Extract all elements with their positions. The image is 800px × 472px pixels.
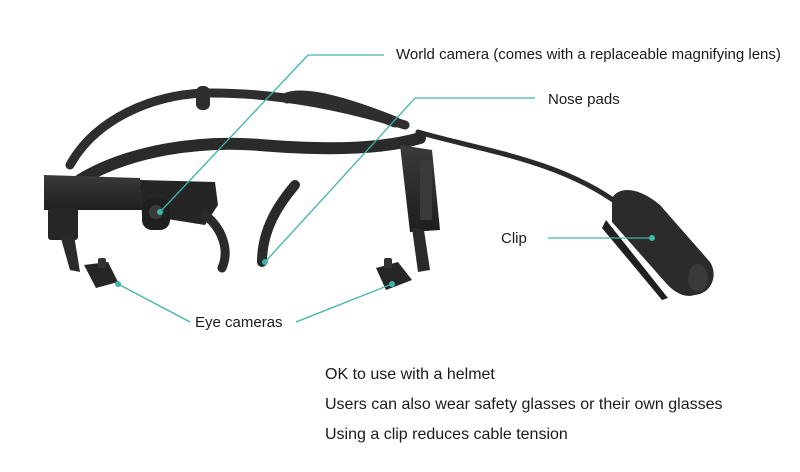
left-eye-camera-arm	[60, 235, 80, 272]
note-safety-glasses: Users can also wear safety glasses or th…	[325, 396, 723, 413]
eye-cameras-label: Eye cameras	[195, 314, 283, 331]
world-camera-leader	[159, 54, 384, 213]
left-frame-block	[44, 175, 142, 210]
clip-leader-dot	[649, 235, 655, 241]
left-temple-tip	[196, 86, 210, 110]
nose-pads-leader	[264, 97, 535, 263]
left-eye-cameras-leader-dot	[115, 281, 121, 287]
nose-pads-label: Nose pads	[548, 91, 620, 108]
nose-pads-leader-dot	[262, 259, 268, 265]
right-eye-cameras-leader	[295, 283, 393, 323]
cable	[415, 129, 623, 208]
right-eye-cameras-leader-dot	[389, 281, 395, 287]
eye-tracker-headset	[44, 86, 714, 300]
right-eye-camera	[376, 258, 412, 290]
clip-label: Clip	[501, 230, 527, 247]
usage-notes: OK to use with a helmet Users can also w…	[325, 364, 723, 454]
right-side-panel	[420, 160, 432, 220]
note-clip-tension: Using a clip reduces cable tension	[325, 426, 568, 443]
right-nose-pad	[257, 180, 300, 267]
right-eye-camera-arm	[412, 228, 430, 272]
right-temple-tip	[281, 90, 401, 128]
front-headband	[74, 132, 426, 186]
note-helmet: OK to use with a helmet	[325, 366, 495, 383]
leader-lines	[115, 54, 655, 323]
world-camera-label: World camera (comes with a replaceable m…	[396, 46, 781, 63]
left-eye-camera	[84, 258, 118, 288]
world-camera	[142, 198, 170, 230]
left-side-panel	[48, 208, 78, 240]
left-eye-cameras-leader	[117, 283, 191, 323]
left-nose-pad	[200, 210, 230, 273]
callout-labels: World camera (comes with a replaceable m…	[195, 46, 781, 331]
cable-clip	[602, 189, 714, 300]
world-camera-leader-dot	[157, 209, 163, 215]
